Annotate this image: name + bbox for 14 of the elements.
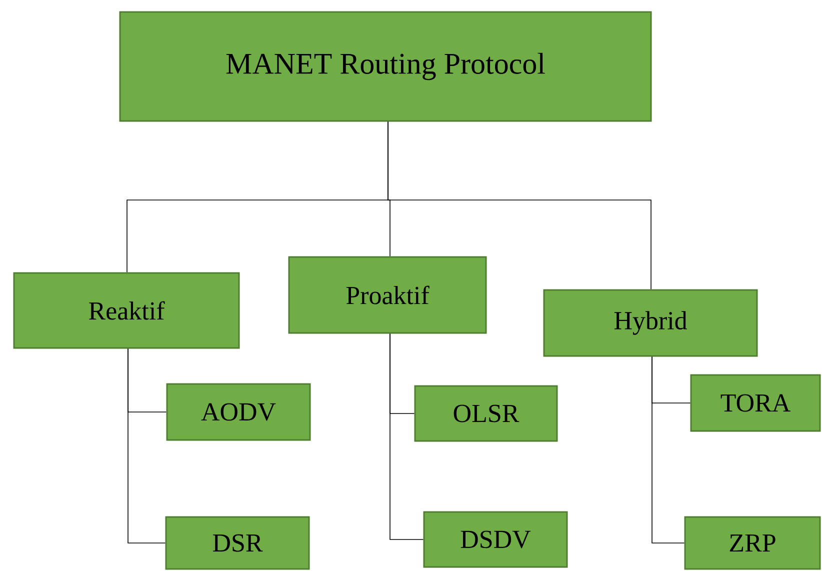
- protocol-box: AODV: [166, 383, 311, 441]
- connector-line: [390, 333, 424, 540]
- connector-line: [652, 356, 685, 544]
- category-box: Reaktif: [13, 272, 240, 349]
- protocol-box: TORA: [690, 374, 821, 432]
- category-box: Hybrid: [543, 289, 758, 357]
- title-box: MANET Routing Protocol: [119, 11, 652, 122]
- protocol-box: ZRP: [684, 516, 821, 570]
- protocol-box: OLSR: [414, 385, 558, 442]
- connector-line: [128, 348, 166, 544]
- category-box: Proaktif: [288, 256, 487, 334]
- protocol-box: DSDV: [423, 511, 568, 568]
- protocol-box: DSR: [165, 516, 310, 570]
- connector-line: [388, 121, 652, 290]
